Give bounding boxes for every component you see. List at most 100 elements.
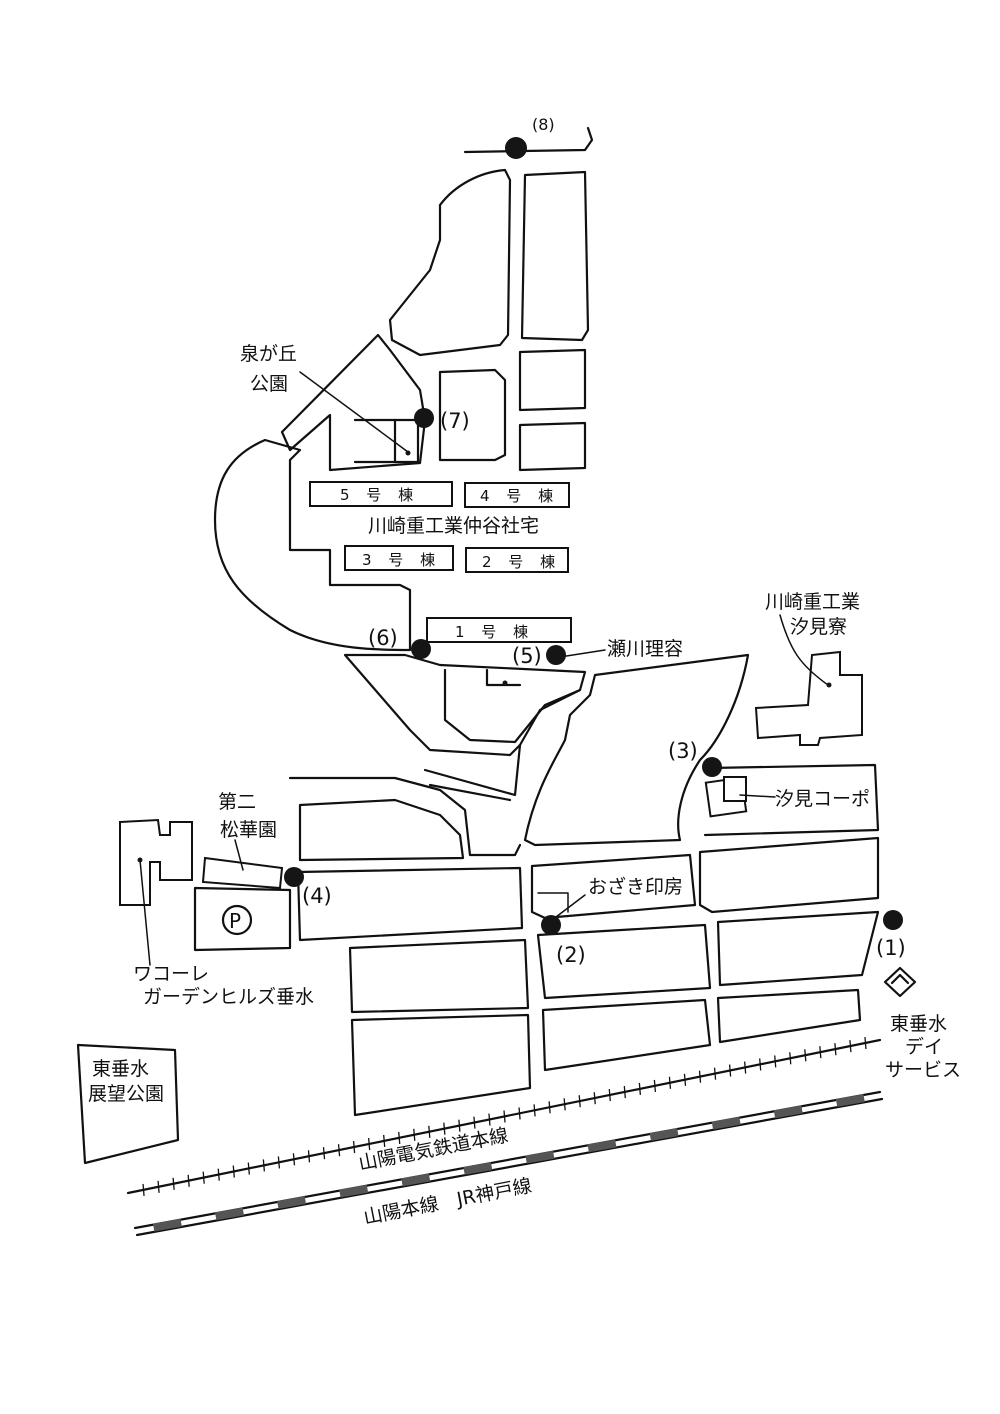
rail-tie [352, 1141, 356, 1154]
observatory-park-label-1: 東垂水 [92, 1058, 149, 1080]
rail-tie [232, 1165, 235, 1178]
rail-tie [819, 1046, 822, 1059]
rail-tie [864, 1037, 867, 1050]
rail-tie [743, 1061, 747, 1074]
rail-tie [623, 1085, 626, 1099]
rail-tie [759, 1058, 762, 1071]
building-4-label: 4 号 棟 [480, 487, 559, 505]
daini-shokaen-label-1: 第二 [218, 791, 256, 813]
marker-5[interactable] [546, 645, 566, 665]
rail-tie [683, 1073, 687, 1086]
observatory-park-label-2: 展望公園 [88, 1083, 164, 1105]
building-5 [309, 481, 453, 507]
rail-tie [653, 1079, 657, 1092]
marker-7[interactable] [414, 408, 434, 428]
middle-blocks [288, 653, 880, 862]
kawasaki-dorm: 川崎重工業 汐見寮 [754, 591, 863, 746]
rail-tie [217, 1168, 220, 1181]
rail-hatch [587, 1139, 617, 1153]
rail-tie [488, 1113, 491, 1126]
rail-hatch [339, 1184, 369, 1198]
rail-tie [533, 1104, 536, 1117]
rail-hatch [152, 1218, 182, 1232]
building-4 [464, 482, 570, 508]
rail-tie [157, 1180, 160, 1193]
rail-tie [142, 1183, 145, 1196]
marker-1[interactable] [883, 910, 903, 930]
sanyo-electric-ties [142, 1037, 867, 1196]
rail-tie [713, 1067, 717, 1080]
rail-tie [518, 1107, 521, 1120]
rail-tie [578, 1095, 581, 1108]
ozaki-print-label: おざき印房 [588, 875, 683, 898]
rail-tie [563, 1098, 566, 1111]
rail-tie [789, 1052, 792, 1065]
rail-hatch [401, 1173, 431, 1187]
rail-hatch [215, 1207, 244, 1221]
rail-tie [187, 1174, 190, 1187]
day-service-label-2: デイ [905, 1036, 943, 1058]
marker-4-label: (4) [302, 884, 332, 908]
marker-4[interactable] [284, 867, 304, 887]
wacoal-label-2: ガーデンヒルズ垂水 [143, 986, 314, 1008]
shiomi-corpo-label: 汐見コーポ [775, 788, 870, 810]
marker-2[interactable] [541, 915, 561, 935]
rail-tie [247, 1162, 250, 1175]
west-road [213, 438, 412, 652]
company-housing-label: 川崎重工業仲谷社宅 [368, 515, 539, 537]
day-service-label-3: サービス [885, 1059, 961, 1081]
observatory-park: 東垂水 展望公園 [76, 1043, 180, 1165]
rail-tie [728, 1064, 732, 1077]
rail-hatch [463, 1162, 493, 1175]
rail-tie [413, 1128, 416, 1141]
marker-3[interactable] [702, 757, 722, 777]
building-2-label: 2 号 棟 [482, 553, 561, 571]
rail-tie [698, 1070, 702, 1083]
rail-tie [849, 1040, 852, 1053]
rail-tie [458, 1119, 461, 1132]
rail-tie [503, 1110, 506, 1123]
rail-tie [638, 1082, 642, 1096]
north-road [463, 126, 594, 154]
day-service: 東垂水 デイ サービス [883, 966, 961, 1081]
rail-tie [473, 1116, 476, 1129]
building-2 [465, 547, 569, 573]
marker-6[interactable] [411, 639, 431, 659]
railways: 山陽電気鉄道本線 山陽本線 JR神戸線 [126, 1037, 884, 1237]
rail-tie [668, 1076, 672, 1089]
rail-tie [292, 1153, 296, 1166]
building-3 [344, 545, 454, 571]
rail-tie [383, 1134, 386, 1148]
izumigaoka-park-label-1: 泉が丘 [240, 343, 297, 365]
rail-tie [262, 1159, 266, 1172]
rail-tie [277, 1156, 281, 1169]
rail-tie [172, 1177, 175, 1190]
rail-hatch [835, 1094, 865, 1107]
rail-tie [804, 1049, 807, 1062]
markers: (1) (2) (3) (4) (5) (6) (7) (8) [284, 115, 906, 967]
rail-tie [834, 1043, 837, 1056]
marker-8[interactable] [505, 137, 527, 159]
day-service-label-1: 東垂水 [890, 1013, 947, 1035]
building-1-label: 1 号 棟 [455, 623, 534, 641]
building-5-label: 5 号 棟 [340, 486, 419, 504]
building-1 [426, 617, 572, 643]
rail-tie [307, 1150, 311, 1163]
daini-shokaen-label-2: 松華園 [220, 819, 277, 841]
rail-tie [202, 1171, 205, 1184]
rail-tie [593, 1092, 596, 1105]
rail-tie [608, 1089, 611, 1102]
rail-tie [398, 1131, 401, 1144]
kawasaki-dorm-label-1: 川崎重工業 [765, 591, 860, 613]
segawa-barber-label: 瀬川理容 [607, 638, 683, 660]
rail-tie [367, 1137, 371, 1151]
marker-3-label: (3) [668, 739, 698, 763]
rail-tie [428, 1125, 431, 1138]
rail-hatch [711, 1116, 741, 1130]
rail-hatch [277, 1196, 307, 1209]
kawasaki-housing: 5 号 棟 4 号 棟 川崎重工業仲谷社宅 3 号 棟 2 号 棟 1 号 棟 [309, 481, 572, 643]
rail-tie [337, 1144, 341, 1157]
parking-label: P [229, 909, 241, 933]
rail-hatch [773, 1105, 803, 1119]
